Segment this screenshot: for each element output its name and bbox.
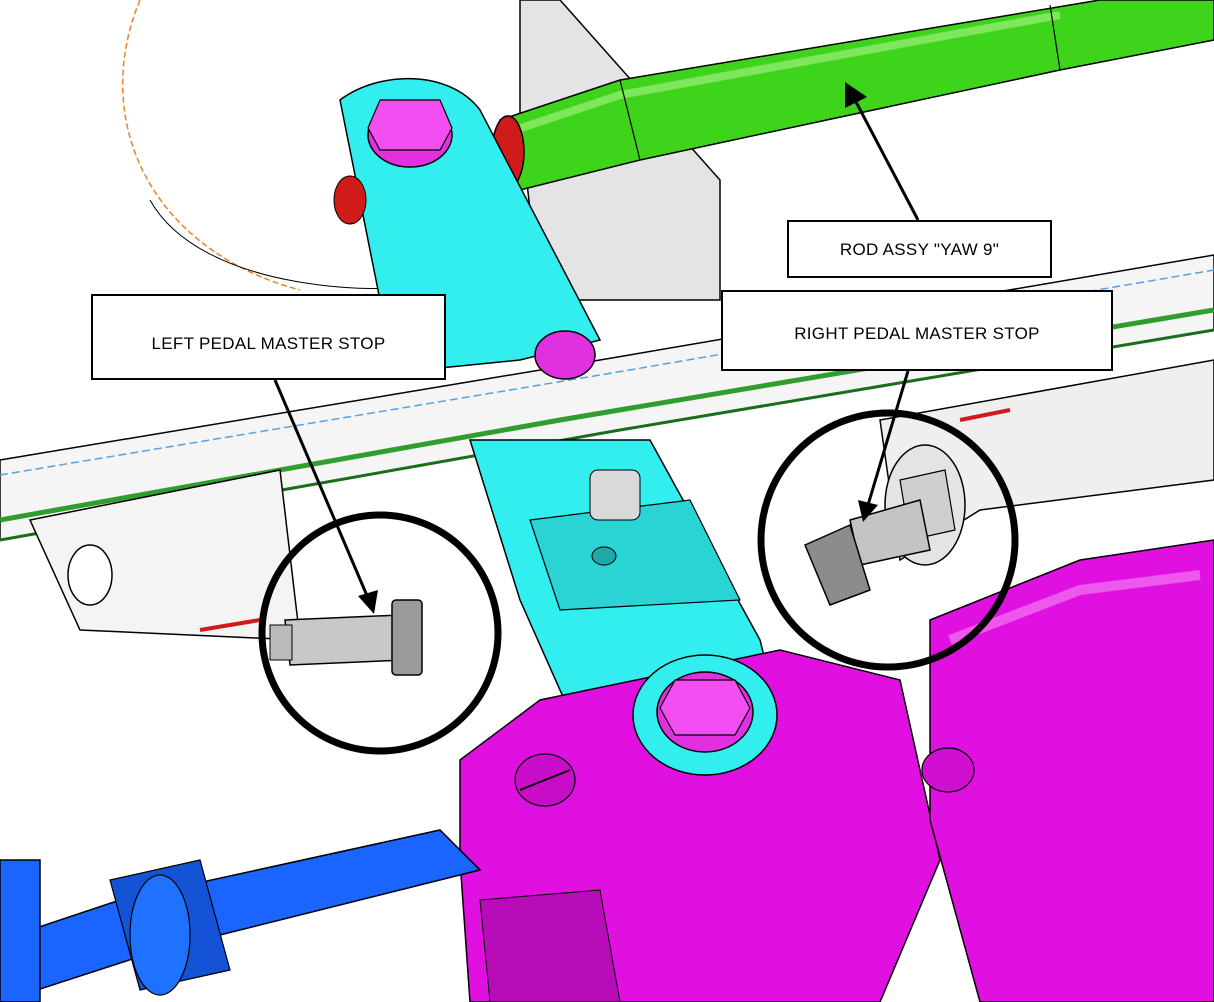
left-stop-highlight-circle (258, 511, 502, 755)
left-stop-leader-arrowhead (358, 590, 378, 614)
right-stop-callout: RIGHT PEDAL MASTER STOP (721, 290, 1113, 371)
left-stop-callout: LEFT PEDAL MASTER STOP (91, 294, 446, 380)
control-cable (0, 829, 482, 1002)
leader-lines (273, 82, 920, 614)
right-stop-leader-line (866, 370, 910, 506)
rod-leader-line (853, 99, 920, 221)
right-stop-leader-arrowhead (858, 500, 878, 522)
rod-assy-callout: ROD ASSY "YAW 9" (787, 220, 1052, 278)
rod-assy-label: ROD ASSY "YAW 9" (839, 240, 1000, 259)
rod-leader-arrowhead (845, 82, 867, 108)
right-stop-highlight-circle (757, 409, 1019, 671)
lower-bolt (632, 654, 778, 776)
left-pedal-master-stop (269, 599, 423, 676)
pedal-housing (459, 539, 1214, 1002)
center-bolt (534, 330, 596, 380)
upper-bolt (367, 99, 453, 168)
left-stop-label: LEFT PEDAL MASTER STOP (151, 334, 386, 353)
right-stop-label: RIGHT PEDAL MASTER STOP (794, 324, 1040, 343)
right-pedal-master-stop (804, 444, 966, 606)
left-stop-leader-line (273, 379, 370, 599)
